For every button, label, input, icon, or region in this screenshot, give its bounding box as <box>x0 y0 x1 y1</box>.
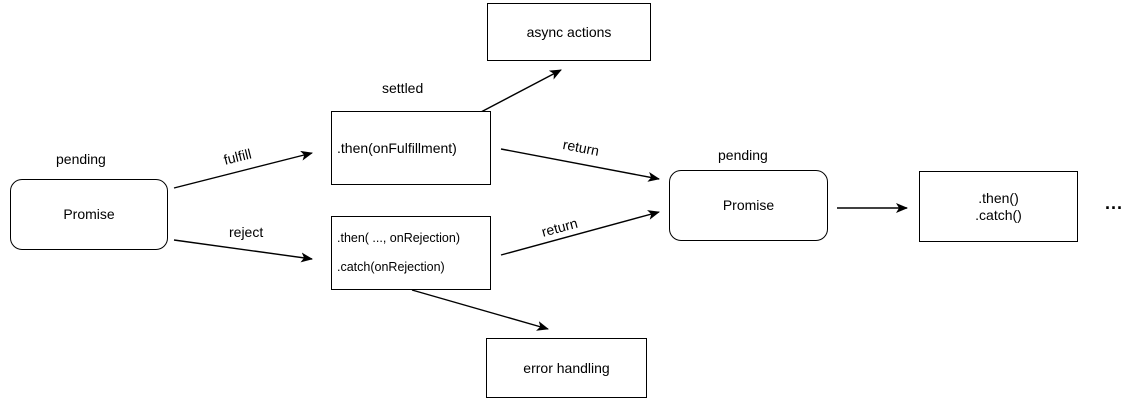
async-actions-label: async actions <box>526 23 612 40</box>
error-handling-arrow <box>411 289 549 331</box>
return-top-arrow <box>500 148 660 182</box>
then-rejection-label: .then( ..., onRejection) <box>337 230 460 245</box>
then-fulfillment-node: .then(onFulfillment) <box>331 111 491 185</box>
reject-arrow <box>173 239 313 263</box>
return-bottom-arrow <box>500 210 660 256</box>
state-label-pending-left: pending <box>56 151 106 167</box>
error-handling-node: error handling <box>486 338 647 398</box>
fulfill-arrow <box>173 150 313 189</box>
async-actions-arrow <box>480 69 562 113</box>
async-actions-node: async actions <box>487 3 651 61</box>
promise-node-left: Promise <box>10 179 168 250</box>
state-label-settled: settled <box>382 80 424 96</box>
then-chain-label: .then() <box>978 189 1019 206</box>
state-label-pending-right: pending <box>718 147 768 163</box>
then-catch-chain-node: .then() .catch() <box>919 171 1078 242</box>
promise-node-left-label: Promise <box>63 206 115 222</box>
then-fulfillment-label: .then(onFulfillment) <box>337 139 457 156</box>
promise-node-right-label: Promise <box>722 197 775 213</box>
catch-rejection-label: .catch(onRejection) <box>337 260 445 275</box>
continuation-ellipsis: ... <box>1105 193 1124 213</box>
catch-chain-label: .catch() <box>975 206 1022 223</box>
edge-label-reject: reject <box>229 224 264 240</box>
promise-node-right: Promise <box>669 170 828 241</box>
rejection-handlers-node: .then( ..., onRejection) .catch(onReject… <box>331 216 491 290</box>
error-handling-label: error handling <box>523 359 610 376</box>
